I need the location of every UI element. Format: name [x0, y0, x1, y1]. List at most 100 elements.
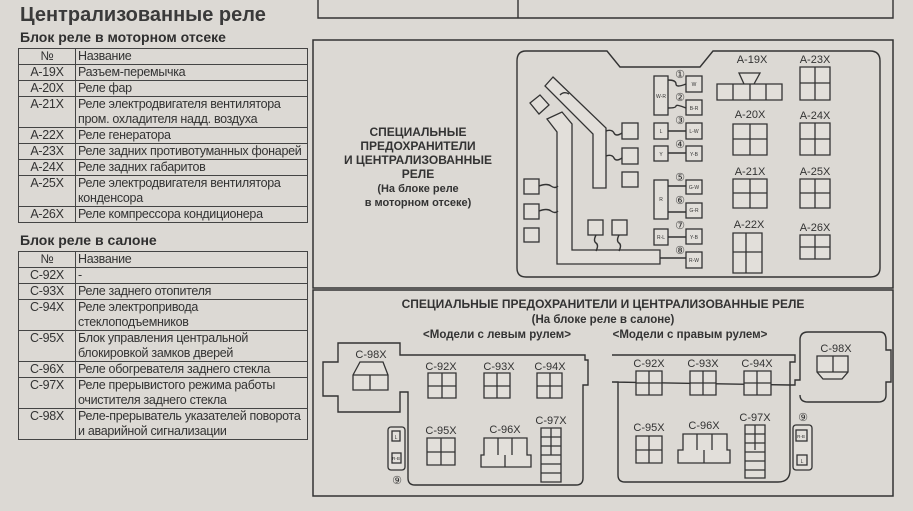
caption-line: ПРЕДОХРАНИТЕЛИ	[360, 139, 475, 153]
left-hand-drive-label: <Модели с левым рулем>	[423, 329, 571, 341]
fuse-number: ⑨	[798, 412, 808, 424]
bus-bar	[544, 76, 607, 189]
fuse-number: ②	[675, 92, 685, 104]
relay-label: C-92X	[425, 361, 457, 373]
relay-name: Реле электропривода стеклоподъемников	[75, 299, 308, 331]
relay-label: C-95X	[633, 422, 665, 434]
cabin-relay-block-lhd: C-98X C-92X C-93X C-94X C-95X C-96X C-97…	[322, 342, 589, 487]
relay-id: A-25X	[18, 175, 76, 207]
relay-name: Реле электродвигателя вентилятора конден…	[75, 175, 308, 207]
relay-label: C-98X	[820, 343, 852, 355]
caption-line: (На блоке реле	[377, 183, 458, 195]
relay-label: C-96X	[489, 424, 521, 436]
caption-line: СПЕЦИАЛЬНЫЕ	[370, 125, 467, 139]
wire-code: Y-B	[690, 152, 699, 158]
relay-label: C-98X	[355, 349, 387, 361]
cabin-relay-block-rhd: C-92X C-93X C-94X C-95X C-96X C-97X C-98…	[611, 331, 892, 483]
bus-bar	[545, 111, 661, 265]
relay-label: C-92X	[633, 358, 665, 370]
relay-label: C-96X	[688, 420, 720, 432]
wire-code: R-B	[797, 434, 805, 439]
fuse-number: ⑨	[392, 475, 402, 487]
engine-diagram-caption: СПЕЦИАЛЬНЫЕ ПРЕДОХРАНИТЕЛИ И ЦЕНТРАЛИЗОВ…	[344, 125, 492, 209]
relay-label: C-93X	[483, 361, 515, 373]
relay-id: C-94X	[18, 299, 76, 331]
relay-id: A-23X	[18, 143, 76, 160]
wire-code: L	[395, 435, 398, 441]
wire-code: R-L	[657, 235, 665, 241]
fuse-number: ④	[675, 139, 685, 151]
fuse-number: ⑥	[675, 195, 685, 207]
wire-code: L	[660, 129, 663, 135]
relay-name: Реле заднего отопителя	[75, 283, 308, 300]
relay-label: A-20X	[735, 109, 766, 121]
relay-label: A-23X	[800, 54, 831, 66]
fuse-number: ①	[675, 69, 685, 81]
relay-name: Реле задних габаритов	[75, 159, 308, 176]
relay-label: C-97X	[739, 412, 771, 424]
page-title: Централизованные реле	[20, 4, 266, 26]
relay-name: Реле обогревателя заднего стекла	[75, 361, 308, 378]
relay-name: Реле-прерыватель указателей поворота и а…	[75, 408, 308, 440]
relay-id: C-92X	[18, 267, 76, 284]
relay-label: C-93X	[687, 358, 719, 370]
wire-code: G-W	[689, 185, 700, 191]
caption-line: И ЦЕНТРАЛИЗОВАННЫЕ	[344, 153, 492, 167]
relay-label: C-95X	[425, 425, 457, 437]
relay-label: C-94X	[741, 358, 773, 370]
relay-label: A-25X	[800, 166, 831, 178]
caption-line: в моторном отсеке)	[365, 197, 472, 209]
right-hand-drive-label: <Модели с правым рулем>	[613, 329, 768, 341]
relay-name: Реле компрессора кондиционера	[75, 206, 308, 223]
relay-name: Реле прерывистого режима работы очистите…	[75, 377, 308, 409]
relay-tables-column: Централизованные реле Блок реле в моторн…	[18, 3, 308, 440]
wire-code: Y	[659, 152, 663, 158]
wire-code: B-R	[690, 106, 699, 112]
relay-label: C-97X	[535, 415, 567, 427]
wire-code: W-R	[656, 94, 666, 100]
fuse-number: ⑧	[675, 245, 685, 257]
wire-code: Y-B	[690, 235, 699, 241]
wire-code: L	[801, 459, 804, 465]
engine-section-heading: Блок реле в моторном отсеке	[20, 29, 226, 45]
cabin-diagram-subtitle: (На блоке реле в салоне)	[532, 314, 675, 326]
relay-label: A-19X	[737, 54, 768, 66]
relay-name: Реле электродвигателя вентилятора пром. …	[75, 96, 308, 128]
relay-id: A-21X	[18, 96, 76, 128]
relay-label: A-26X	[800, 222, 831, 234]
wire-code: G-R	[689, 208, 699, 214]
wire-code: R	[659, 197, 663, 203]
cabin-panel-frame	[312, 289, 894, 497]
wire-code: R-B	[392, 456, 400, 461]
caption-line: РЕЛЕ	[402, 167, 434, 181]
relay-label: A-21X	[735, 166, 766, 178]
engine-relay-block: W-R W B-R L L-W Y Y-B R G-W G-R R-L Y-B …	[516, 50, 881, 278]
relay-id: A-26X	[18, 206, 76, 223]
relay-name: Блок управления центральной блокировкой …	[75, 330, 308, 362]
engine-panel-frame	[312, 39, 894, 289]
relay-label: A-24X	[800, 110, 831, 122]
wire-code: L-W	[689, 129, 698, 135]
wire-code: R-W	[689, 258, 699, 264]
relay-label: A-22X	[734, 219, 765, 231]
cabin-diagram-title: СПЕЦИАЛЬНЫЕ ПРЕДОХРАНИТЕЛИ И ЦЕНТРАЛИЗОВ…	[402, 297, 805, 311]
relay-label: C-94X	[534, 361, 566, 373]
fuse-number: ⑦	[675, 220, 685, 232]
relay-id: C-98X	[18, 408, 76, 440]
fuse-number: ⑤	[675, 172, 685, 184]
fuse-number: ③	[675, 115, 685, 127]
